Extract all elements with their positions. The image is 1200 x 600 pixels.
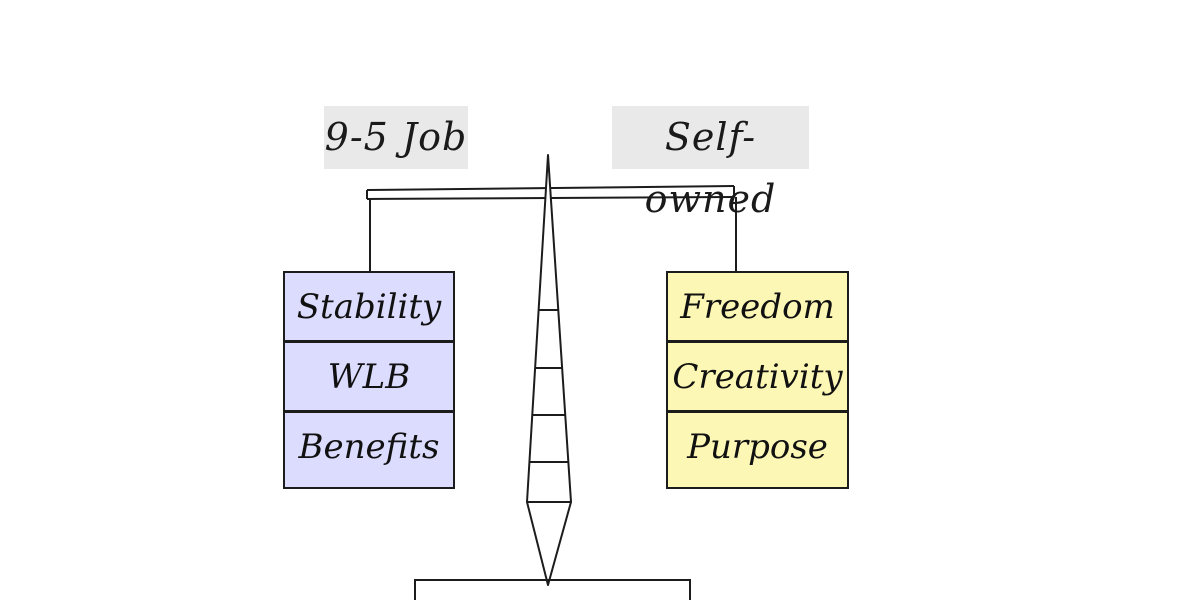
- right-item-creativity: Creativity: [668, 343, 847, 413]
- option-label-self-owned: Self-owned: [612, 106, 809, 221]
- right-item-purpose: Purpose: [668, 413, 847, 487]
- left-item-stability: Stability: [285, 273, 453, 343]
- right-pan-stack: Freedom Creativity Purpose: [666, 271, 849, 489]
- right-item-freedom: Freedom: [668, 273, 847, 343]
- scale-pointer: [526, 501, 572, 586]
- left-item-benefits: Benefits: [285, 413, 453, 487]
- left-item-wlb: WLB: [285, 343, 453, 413]
- scale-base: [414, 579, 691, 600]
- left-pan-stack: Stability WLB Benefits: [283, 271, 455, 489]
- scale-pillar: [526, 154, 572, 503]
- option-label-9-5-job: 9-5 Job: [324, 106, 468, 169]
